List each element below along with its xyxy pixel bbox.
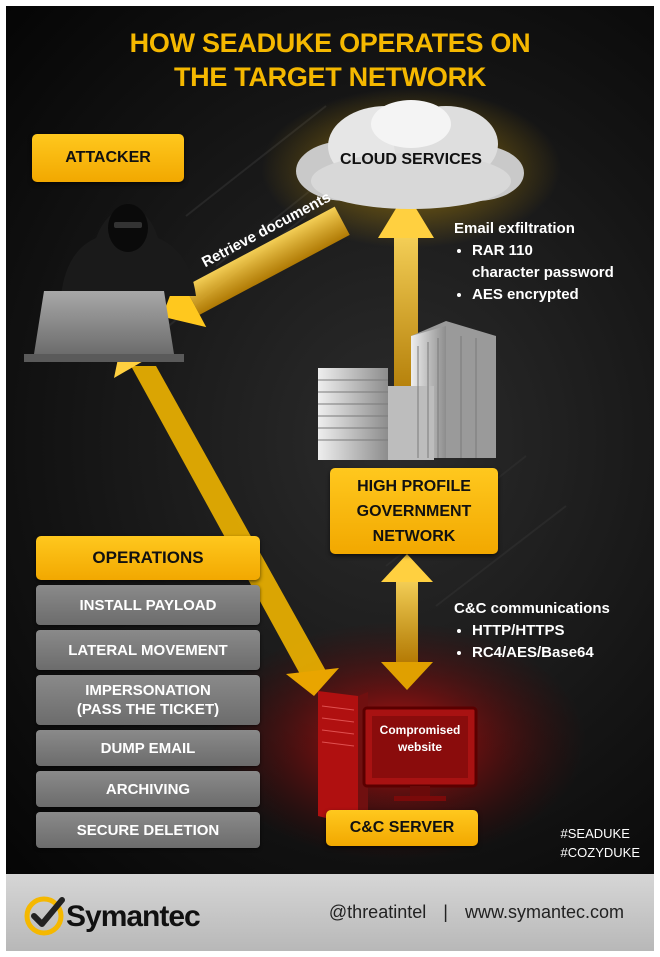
diagram-panel: HOW SEADUKE OPERATES ON THE TARGET NETWO… (6, 6, 654, 874)
operation-item-5: ARCHIVING (36, 771, 260, 807)
operation-item-4-text: DUMP EMAIL (100, 739, 196, 757)
email-bullet-3: AES encrypted (472, 284, 614, 306)
cc-bullet-2: RC4/AES/Base64 (472, 642, 610, 664)
hashtags: #SEADUKE #COZYDUKE (561, 824, 640, 862)
footer-bar: Symantec @threatintel | www.symantec.com (6, 874, 654, 951)
cc-heading: C&C communications (454, 600, 610, 617)
operation-item-3-line-2: (PASS THE TICKET) (76, 701, 220, 718)
compromised-line-1: Compromised (379, 723, 461, 737)
cc-communications-block: C&C communications HTTP/HTTPS RC4/AES/Ba… (454, 598, 610, 664)
operation-item-3: IMPERSONATION (PASS THE TICKET) (36, 675, 260, 725)
cc-server-label: C&C SERVER (349, 819, 455, 836)
monitor-icon (362, 706, 478, 801)
office-building-icon (318, 321, 496, 460)
title-line-1: HOW SEADUKE OPERATES ON (129, 28, 531, 58)
diagram-title: HOW SEADUKE OPERATES ON THE TARGET NETWO… (6, 26, 654, 94)
laptop-icon (24, 291, 184, 362)
cloud-label: CLOUD SERVICES (340, 151, 482, 168)
website-link[interactable]: www.symantec.com (464, 902, 624, 922)
symantec-check-logo-icon (24, 896, 65, 936)
hashtag-cozyduke: #COZYDUKE (560, 845, 640, 860)
email-exfiltration-block: Email exfiltration RAR 110 character pas… (454, 218, 614, 306)
attacker-label-box: ATTACKER (32, 134, 184, 182)
network-label-box: HIGH PROFILE GOVERNMENT NETWORK (330, 468, 498, 554)
footer-contact: @threatintel | www.symantec.com (329, 902, 624, 923)
network-label-line-1: HIGH PROFILE (357, 478, 471, 495)
cloud-icon (296, 100, 524, 209)
operation-item-1-text: INSTALL PAYLOAD (79, 596, 217, 614)
symantec-brand: Symantec (66, 900, 201, 933)
network-label-line-3: NETWORK (372, 528, 456, 545)
operation-item-3-line-1: IMPERSONATION (85, 682, 211, 699)
operation-item-6: SECURE DELETION (36, 812, 260, 848)
operation-item-1: INSTALL PAYLOAD (36, 585, 260, 625)
diagram-artwork (24, 88, 586, 861)
attacker-label: ATTACKER (65, 149, 151, 166)
server-tower-icon (318, 691, 368, 826)
twitter-handle-link[interactable]: @threatintel (328, 902, 427, 922)
operation-item-2-text: LATERAL MOVEMENT (68, 641, 228, 659)
arrow-network-cc (381, 554, 433, 690)
operation-item-4: DUMP EMAIL (36, 730, 260, 766)
network-label-line-2: GOVERNMENT (356, 503, 472, 520)
email-bullet-2: character password (472, 264, 614, 281)
email-heading: Email exfiltration (454, 220, 575, 237)
hashtag-seaduke: #SEADUKE (560, 826, 630, 841)
operation-item-5-text: ARCHIVING (105, 780, 191, 798)
email-bullet-1: RAR 110 (472, 240, 614, 262)
title-line-2: THE TARGET NETWORK (173, 62, 487, 92)
operations-heading-box: OPERATIONS (36, 536, 260, 580)
hooded-attacker-icon (61, 204, 196, 296)
operations-heading: OPERATIONS (92, 548, 204, 567)
footer-separator: | (443, 902, 448, 922)
compromised-line-2: website (397, 740, 442, 754)
operation-item-2: LATERAL MOVEMENT (36, 630, 260, 670)
cc-server-label-box: C&C SERVER (326, 810, 478, 846)
operation-item-6-text: SECURE DELETION (76, 821, 220, 839)
cc-bullet-1: HTTP/HTTPS (472, 620, 610, 642)
compromised-website-label: Compromised website (366, 722, 474, 756)
